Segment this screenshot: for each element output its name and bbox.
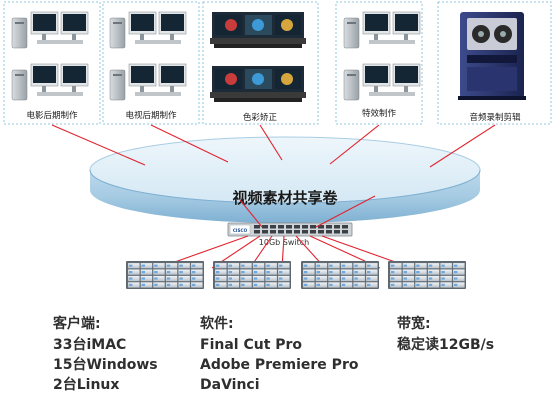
switch-brand: CISCO	[233, 228, 248, 233]
workstation-label-audio: 音频录制剪辑	[469, 112, 521, 123]
storage-array	[126, 261, 204, 289]
network-link	[259, 124, 283, 161]
network-link	[239, 199, 263, 228]
bandwidth-block: 带宽: 稳定读12GB/s	[397, 314, 494, 355]
client-workstation-icon	[109, 63, 187, 101]
bandwidth-item: 稳定读12GB/s	[397, 337, 495, 353]
network-link	[329, 124, 380, 165]
color-grading-station	[210, 12, 306, 48]
software-item: DaVinci	[200, 377, 260, 393]
software-item: Adobe Premiere Pro	[200, 357, 359, 373]
workstation-label-vfx: 特效制作	[362, 108, 397, 119]
network-link	[429, 124, 496, 168]
workstation-label-tv: 电视后期制作	[125, 110, 177, 121]
bandwidth-heading: 带宽:	[397, 316, 431, 332]
audio-recorder-device	[458, 12, 526, 100]
software-block: 软件: Final Cut Pro Adobe Premiere Pro DaV…	[200, 314, 358, 395]
clients-heading: 客户端:	[53, 316, 101, 332]
shared-storage-volume	[89, 136, 481, 223]
client-workstation-icon	[343, 11, 421, 49]
client-workstation-icon	[11, 11, 89, 49]
storage-array	[388, 261, 466, 289]
network-link	[315, 195, 376, 228]
clients-block: 客户端: 33台iMAC 15台Windows 2台Linux	[53, 314, 158, 395]
storage-array	[301, 261, 379, 289]
network-link	[51, 124, 146, 166]
clients-item: 33台iMAC	[53, 337, 127, 353]
client-workstation-icon	[109, 11, 187, 49]
client-workstation-icon	[343, 63, 421, 101]
storage-array	[213, 261, 291, 289]
software-heading: 软件:	[200, 316, 234, 332]
workstation-label-film: 电影后期制作	[26, 110, 78, 121]
network-link	[150, 124, 229, 163]
color-grading-station	[210, 66, 306, 102]
software-item: Final Cut Pro	[200, 337, 303, 353]
client-workstation-icon	[11, 63, 89, 101]
shared-volume-label: 视频素材共享卷	[232, 189, 338, 207]
clients-item: 15台Windows	[53, 357, 158, 373]
clients-item: 2台Linux	[53, 377, 120, 393]
workstation-label-color: 色彩矫正	[243, 112, 278, 123]
network-switch	[227, 222, 353, 237]
